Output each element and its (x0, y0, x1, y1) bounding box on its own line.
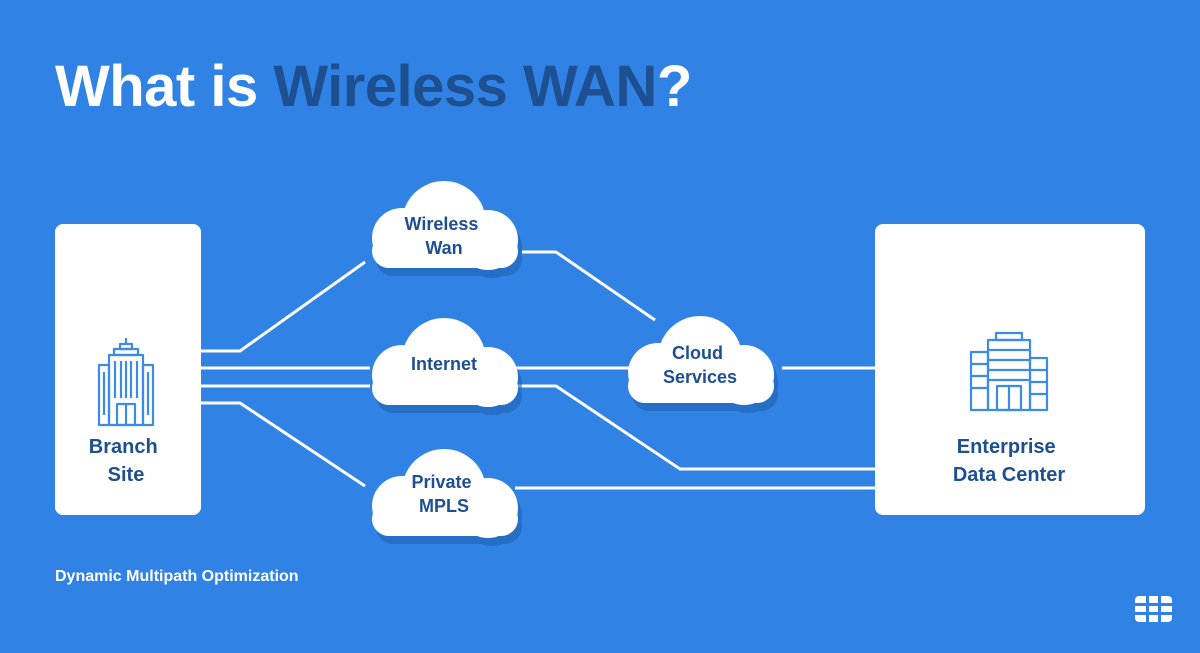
internet-label: Internet (411, 354, 477, 374)
internet-label-line-1: Internet (411, 354, 477, 374)
cloud-services-label: Cloud Services (663, 343, 737, 387)
branch-label-line-2: Site (108, 464, 145, 486)
datacenter-node: Enterprise Data Center (875, 224, 1145, 515)
data-center-building-icon (969, 331, 1049, 412)
datacenter-label-line-2: Data Center (953, 464, 1065, 486)
wireless-wan-label-line-1: Wireless (405, 214, 479, 234)
cloud-services-label-line-1: Cloud (672, 343, 723, 363)
connection-lines (200, 250, 876, 490)
branch-card (55, 224, 201, 515)
cloud-services-cloud: Cloud Services (628, 316, 778, 413)
branch-site-node: Branch Site (55, 224, 201, 515)
grid-logo-icon (1135, 596, 1172, 622)
private-mpls-label: Private MPLS (411, 472, 476, 516)
datacenter-label-line-1: Enterprise (957, 436, 1056, 458)
page-title: What is Wireless WAN? (55, 52, 692, 122)
title-suffix: ? (656, 54, 692, 119)
title-prefix: What is (55, 54, 274, 119)
datacenter-label: Enterprise Data Center (953, 436, 1065, 486)
wireless-wan-label-line-2: Wan (425, 238, 462, 258)
cloud-services-label-line-2: Services (663, 367, 737, 387)
internet-cloud: Internet (372, 318, 522, 415)
wireless-wan-cloud: Wireless Wan (372, 181, 522, 278)
branch-label: Branch Site (89, 436, 163, 486)
title-highlight: Wireless WAN (273, 54, 657, 119)
link-wireless-wan-cloud (522, 250, 656, 322)
private-mpls-cloud: Private MPLS (372, 449, 522, 546)
footer-caption: Dynamic Multipath Optimization (55, 568, 299, 585)
private-mpls-label-line-2: MPLS (419, 496, 469, 516)
link-internet-datacenter (515, 384, 876, 471)
office-building-icon (97, 338, 155, 427)
link-branch-wireless-wan (200, 260, 366, 353)
link-branch-private-mpls (200, 401, 366, 488)
wireless-wan-label: Wireless Wan (405, 214, 484, 258)
branch-label-line-1: Branch (89, 436, 158, 458)
private-mpls-label-line-1: Private (411, 472, 471, 492)
